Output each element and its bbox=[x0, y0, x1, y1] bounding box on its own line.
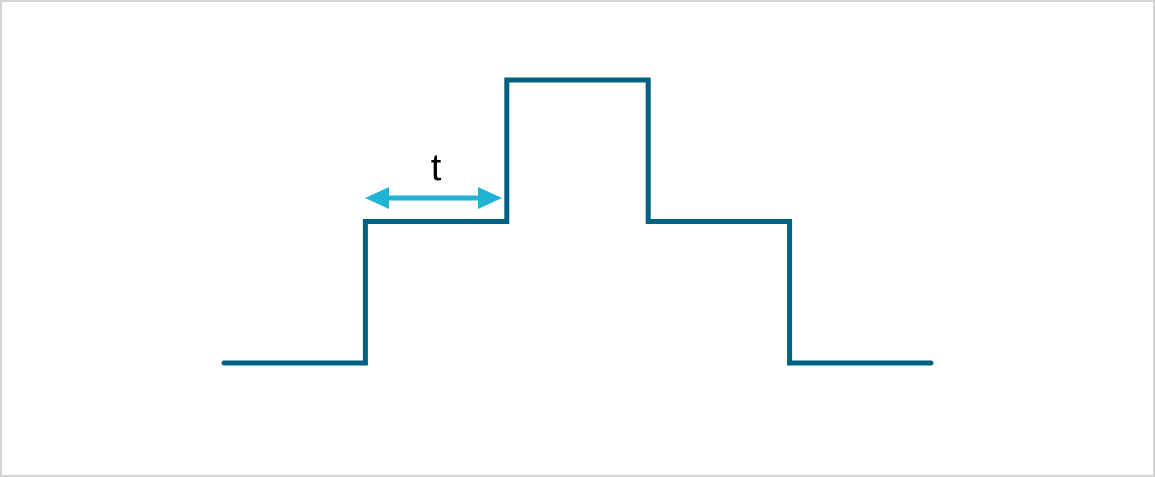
duration-arrow bbox=[365, 187, 502, 209]
staircase-pulse-waveform bbox=[221, 77, 934, 366]
duration-arrow-head-left bbox=[365, 187, 389, 209]
duration-label: t bbox=[431, 147, 442, 189]
duration-arrow-head-right bbox=[478, 187, 502, 209]
